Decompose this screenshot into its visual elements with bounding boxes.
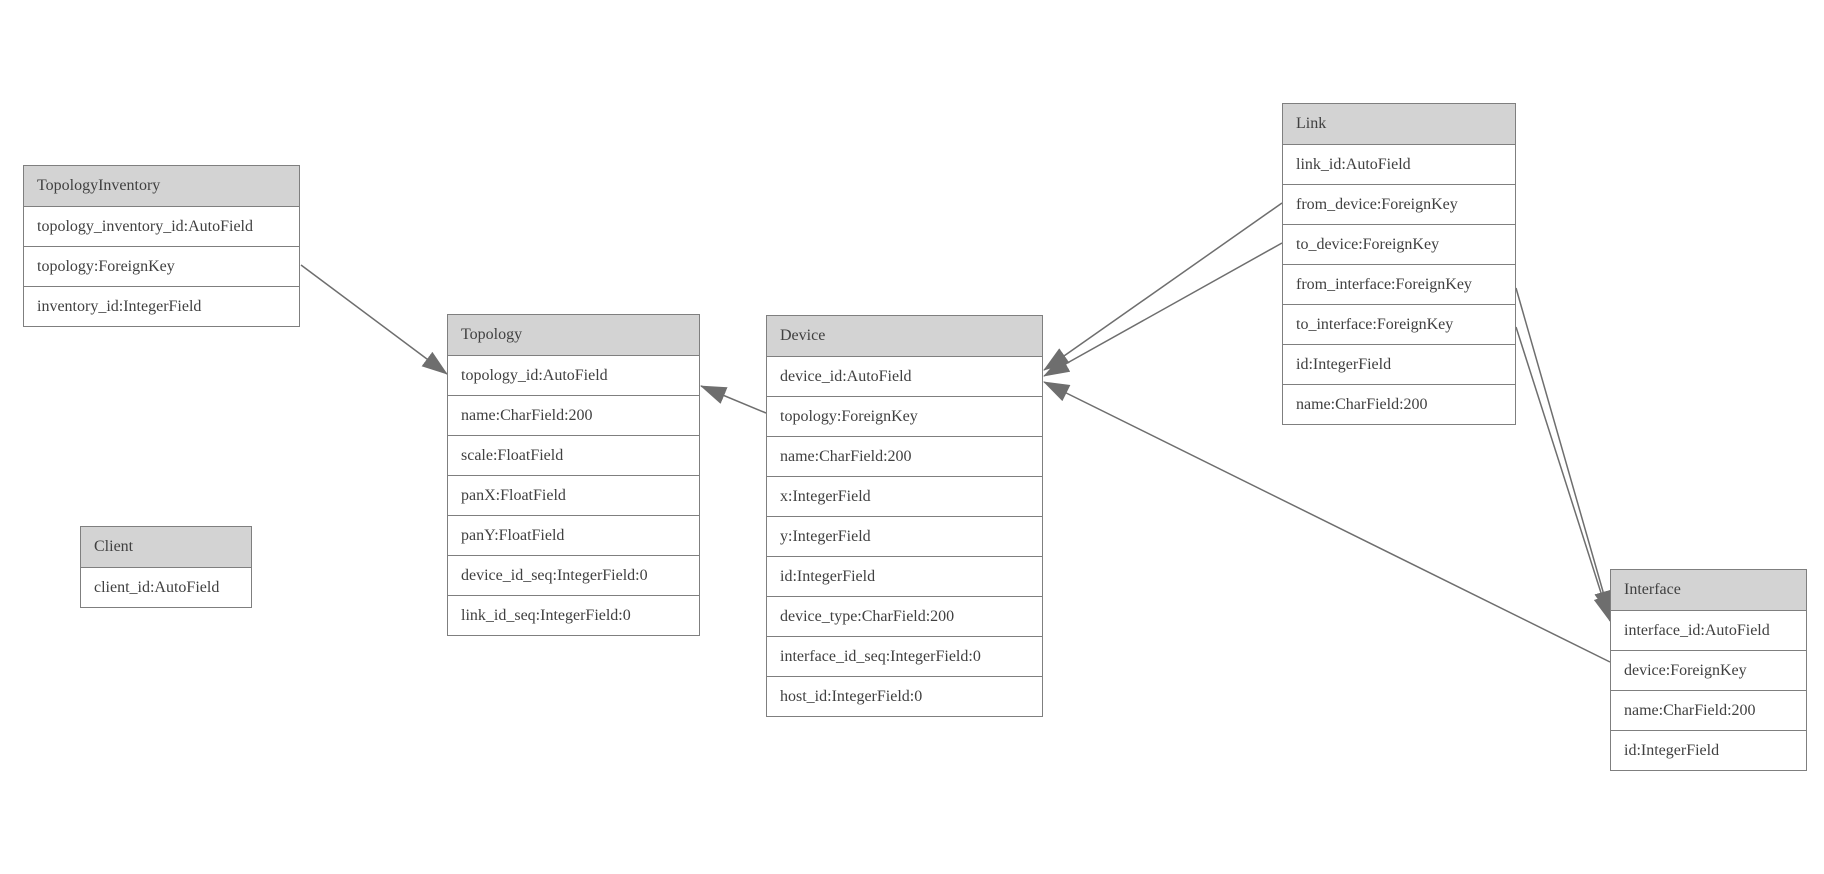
table-field-row: link_id_seq:IntegerField:0	[448, 595, 699, 635]
table-field-row: host_id:IntegerField:0	[767, 676, 1042, 716]
table-header: Topology	[448, 315, 699, 355]
table-field-row: from_device:ForeignKey	[1283, 184, 1515, 224]
table-field-row: to_interface:ForeignKey	[1283, 304, 1515, 344]
table-header: Device	[767, 316, 1042, 356]
table-field-row: device_id_seq:IntegerField:0	[448, 555, 699, 595]
table-field-row: id:IntegerField	[1611, 730, 1806, 770]
table-field-row: device:ForeignKey	[1611, 650, 1806, 690]
table-field-row: name:CharField:200	[1283, 384, 1515, 424]
fk-edge-link-to-device-to-device	[1043, 242, 1283, 377]
fk-edge-link-from-device-to-device	[1043, 202, 1283, 371]
table-field-row: from_interface:ForeignKey	[1283, 264, 1515, 304]
table-field-row: scale:FloatField	[448, 435, 699, 475]
table-field-row: name:CharField:200	[1611, 690, 1806, 730]
table-field-row: device_type:CharField:200	[767, 596, 1042, 636]
table-field-row: inventory_id:IntegerField	[24, 286, 299, 326]
table-field-row: link_id:AutoField	[1283, 144, 1515, 184]
table-field-row: name:CharField:200	[767, 436, 1042, 476]
table-field-row: interface_id:AutoField	[1611, 610, 1806, 650]
table-field-row: y:IntegerField	[767, 516, 1042, 556]
table-header: Interface	[1611, 570, 1806, 610]
entity-table-topology-inventory: TopologyInventory topology_inventory_id:…	[23, 165, 300, 327]
table-field-row: topology_inventory_id:AutoField	[24, 206, 299, 246]
table-field-row: id:IntegerField	[1283, 344, 1515, 384]
table-field-row: to_device:ForeignKey	[1283, 224, 1515, 264]
table-field-row: panX:FloatField	[448, 475, 699, 515]
fk-edge-device-topology-to-topology	[700, 385, 767, 414]
table-header: Client	[81, 527, 251, 567]
fk-edge-topologyinventory-topology-to-topology	[300, 264, 448, 375]
table-header: Link	[1283, 104, 1515, 144]
entity-table-client: Client client_id:AutoField	[80, 526, 252, 608]
fk-edge-link-to-interface-to-interface	[1515, 326, 1611, 622]
table-field-row: id:IntegerField	[767, 556, 1042, 596]
table-field-row: x:IntegerField	[767, 476, 1042, 516]
table-field-row: client_id:AutoField	[81, 567, 251, 607]
table-field-row: device_id:AutoField	[767, 356, 1042, 396]
table-header: TopologyInventory	[24, 166, 299, 206]
table-field-row: topology:ForeignKey	[767, 396, 1042, 436]
table-field-row: topology_id:AutoField	[448, 355, 699, 395]
table-field-row: panY:FloatField	[448, 515, 699, 555]
table-field-row: name:CharField:200	[448, 395, 699, 435]
fk-edge-link-from-interface-to-interface	[1515, 287, 1612, 617]
table-field-row: interface_id_seq:IntegerField:0	[767, 636, 1042, 676]
table-field-row: topology:ForeignKey	[24, 246, 299, 286]
